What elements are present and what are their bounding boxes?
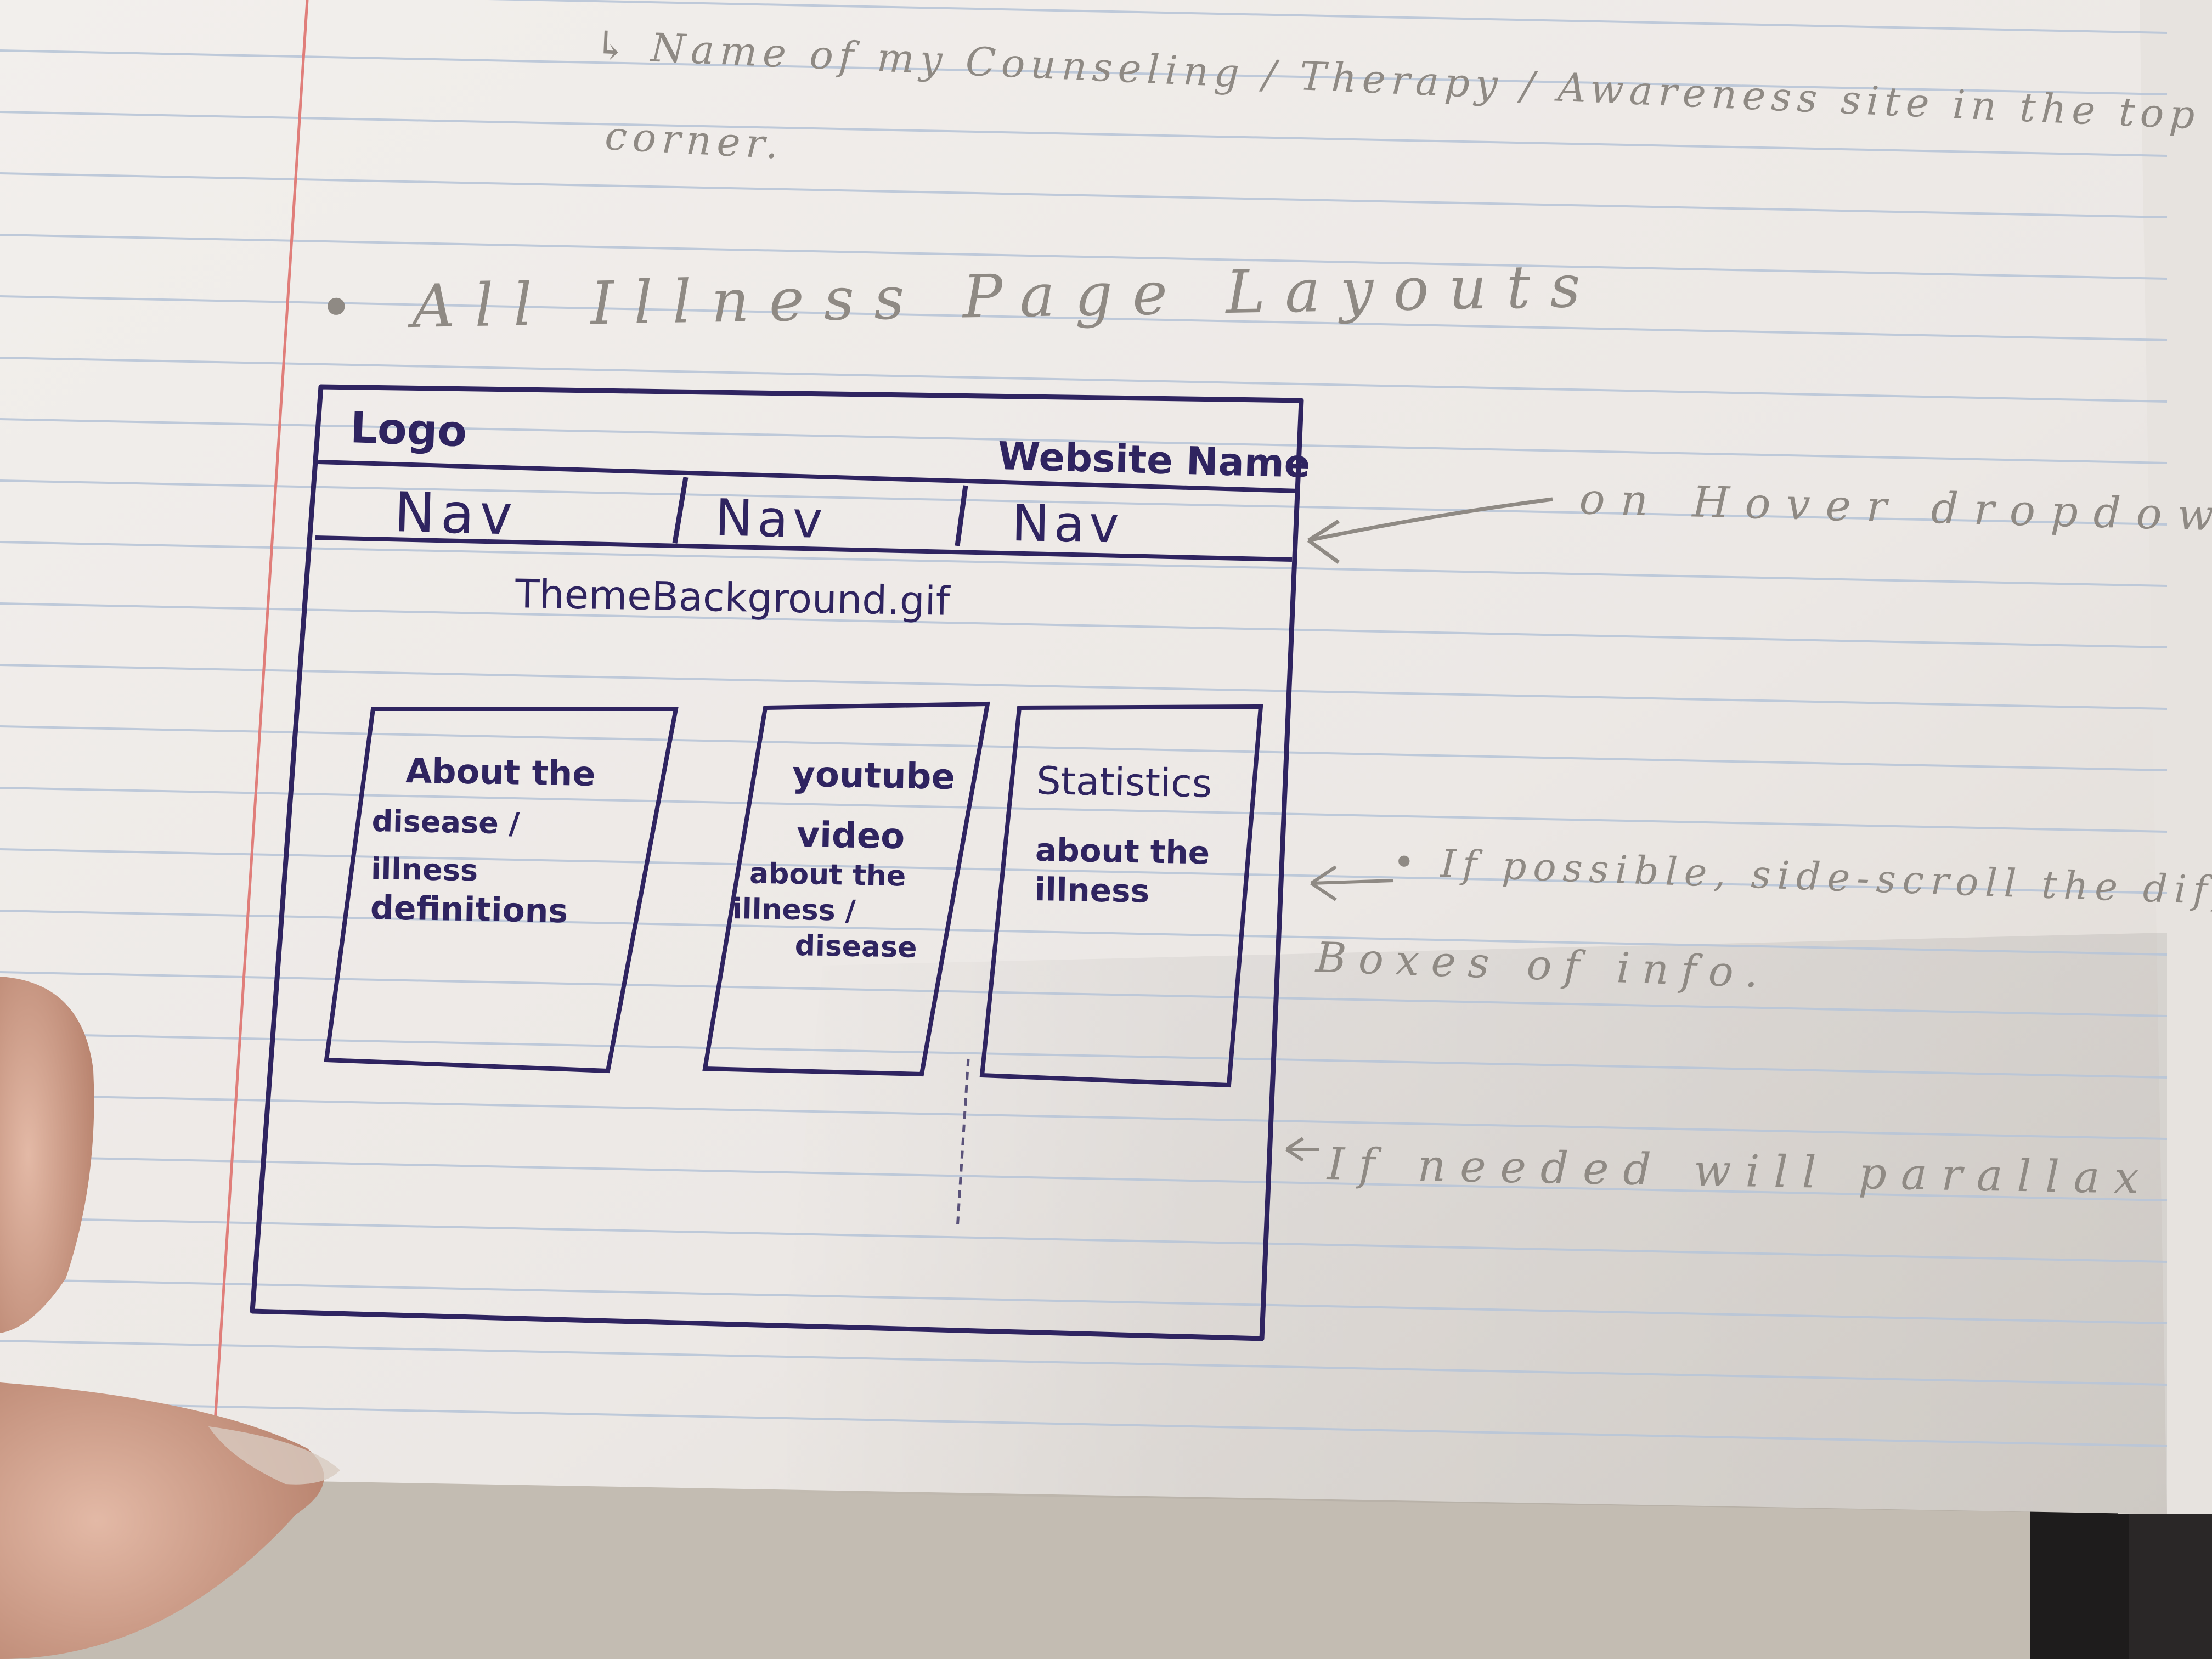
box-statistics-text: Statistics about the illness <box>1034 757 1212 912</box>
box-about-text: About the disease / illness definitions <box>370 749 596 933</box>
ruled-line-5 <box>0 295 2168 341</box>
box-youtube-line-2: video <box>796 814 905 857</box>
box-about-line-4: definitions <box>370 888 568 930</box>
box-about-line-3: illness <box>370 851 478 888</box>
box-youtube-line-4: illness / <box>732 892 856 928</box>
ruled-line-12 <box>0 725 2168 771</box>
margin-line <box>210 0 309 1482</box>
ruled-line-16 <box>0 971 2168 1017</box>
ruled-line-14 <box>0 848 2168 894</box>
ruled-line-18 <box>0 1094 2168 1140</box>
box-statistics-line-3: illness <box>1034 870 1150 910</box>
box-youtube-line-5: disease <box>794 929 917 964</box>
ruled-line-23 <box>0 1401 2168 1447</box>
box-about-line-2: disease / <box>371 803 520 841</box>
box-statistics <box>979 704 1263 1088</box>
arrow-parallax <box>1285 1137 1319 1162</box>
ruled-line-20 <box>0 1217 2168 1263</box>
box-statistics-line-2: about the <box>1035 831 1210 872</box>
box-statistics-line-1: Statistics <box>1036 758 1212 806</box>
ruled-line-10 <box>0 602 2168 648</box>
ruled-line-21 <box>0 1278 2168 1324</box>
arrow-nav <box>1307 497 1553 564</box>
note-top-line-2: corner. <box>603 112 786 168</box>
ruled-line-0 <box>487 0 2168 34</box>
box-about-line-1: About the <box>405 751 596 794</box>
ruled-line-22 <box>0 1340 2168 1386</box>
wireframe-logo: Logo <box>349 403 468 457</box>
wireframe-nav-1: Nav <box>393 480 519 548</box>
ruled-line-15 <box>0 910 2168 956</box>
finger-upper <box>0 977 94 1333</box>
ruled-line-19 <box>0 1155 2168 1201</box>
ruled-line-8 <box>0 479 2168 526</box>
ruled-line-11 <box>0 664 2168 710</box>
ruled-line-7 <box>0 418 2168 464</box>
box-youtube-line-1: youtube <box>792 754 956 798</box>
box-youtube-text: youtube video about the illness / diseas… <box>731 752 955 967</box>
wireframe-background-label: ThemeBackground.gif <box>515 571 950 624</box>
box-youtube-line-3: about the <box>749 857 906 893</box>
wireframe-nav-2: Nav <box>714 488 828 550</box>
ruled-line-17 <box>0 1032 2168 1079</box>
wireframe-nav-3: Nav <box>1011 494 1124 555</box>
ruled-line-6 <box>0 357 2168 403</box>
box-youtube <box>702 701 990 1077</box>
ruled-line-4 <box>0 234 2168 280</box>
ruled-line-2 <box>0 111 2168 157</box>
ruled-line-9 <box>0 541 2168 587</box>
ruled-line-1 <box>0 49 2168 95</box>
ruled-line-3 <box>0 172 2168 218</box>
arrow-scroll <box>1310 865 1394 901</box>
wireframe-website-name: Website Name <box>997 433 1311 487</box>
box-about <box>324 707 679 1074</box>
ruled-lines <box>0 0 2168 1447</box>
wireframe-outline <box>250 384 1304 1341</box>
